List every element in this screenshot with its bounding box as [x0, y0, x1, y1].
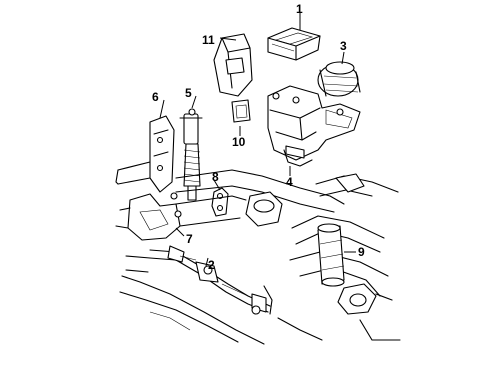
callout-5: 5 — [185, 86, 192, 100]
callout-10: 10 — [232, 135, 246, 149]
callout-7: 7 — [186, 232, 193, 246]
leader-lines — [159, 12, 356, 267]
part-4-bracket-assembly — [267, 85, 361, 167]
front-subframe — [115, 161, 345, 241]
part-10-gasket — [231, 99, 251, 123]
part-5-shock-absorber — [179, 108, 203, 201]
callout-1: 1 — [296, 2, 303, 16]
part-2-steering-rack — [149, 245, 273, 315]
part-9-air-spring — [317, 223, 345, 287]
part-1-control-module — [267, 27, 321, 61]
callout-9: 9 — [358, 245, 365, 259]
callout-3: 3 — [340, 39, 347, 53]
part-3-compressor — [317, 61, 361, 97]
callout-6: 6 — [152, 90, 159, 104]
callout-2: 2 — [208, 258, 215, 272]
lower-frame — [119, 255, 401, 345]
part-6-mount-bracket — [149, 115, 175, 193]
callout-8: 8 — [212, 170, 219, 184]
callout-4: 4 — [286, 175, 293, 189]
part-11-shield — [213, 33, 253, 97]
part-8-link — [211, 187, 229, 217]
rear-frame — [289, 173, 399, 315]
callout-11: 11 — [202, 33, 215, 47]
